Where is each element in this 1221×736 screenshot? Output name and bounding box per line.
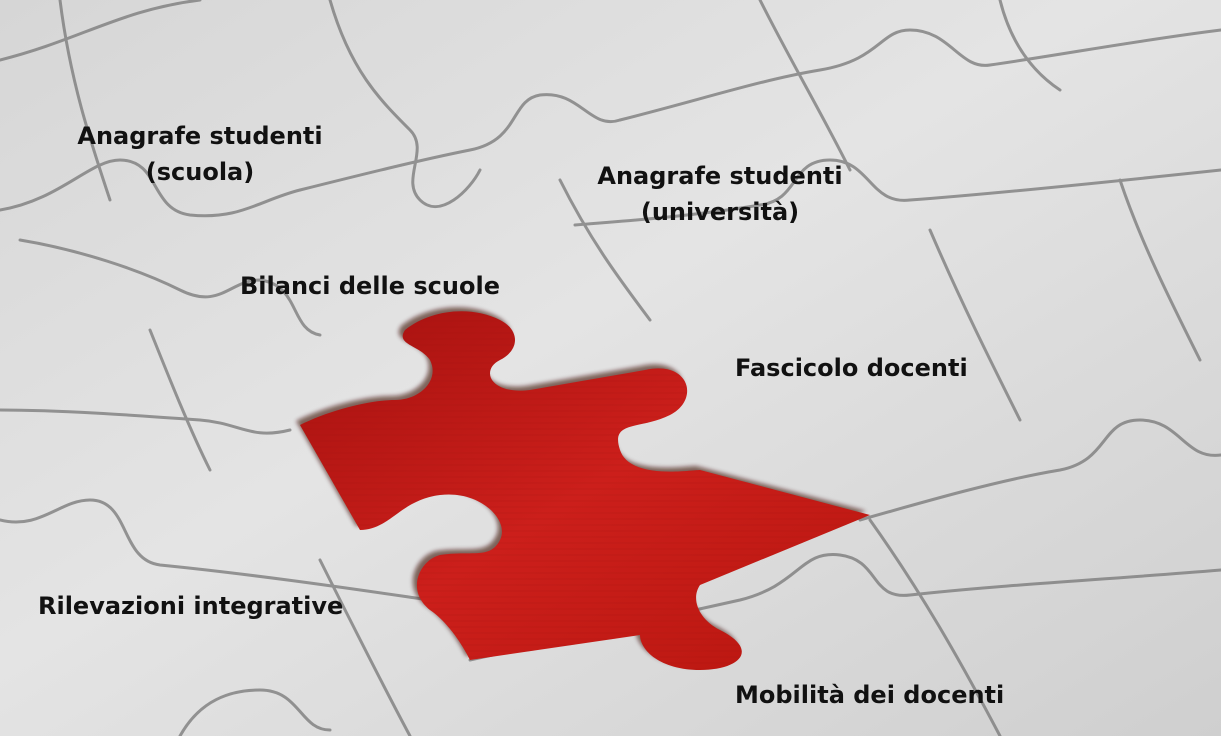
label-anagrafe-universita-line2: (università) xyxy=(640,198,800,226)
label-anagrafe-scuola-line2: (scuola) xyxy=(145,158,255,186)
label-rilevazioni-integrative: Rilevazioni integrative xyxy=(38,592,344,620)
missing-piece-hole xyxy=(296,307,870,670)
label-anagrafe-scuola-line1: Anagrafe studenti xyxy=(77,122,323,150)
label-anagrafe-studenti-universita: Anagrafe studenti (università) xyxy=(560,158,880,230)
label-fascicolo-docenti: Fascicolo docenti xyxy=(735,354,968,382)
label-bilanci-delle-scuole: Bilanci delle scuole xyxy=(240,272,500,300)
label-mobilita-dei-docenti: Mobilità dei docenti xyxy=(735,681,1005,709)
label-anagrafe-universita-line1: Anagrafe studenti xyxy=(597,162,843,190)
label-anagrafe-studenti-scuola: Anagrafe studenti (scuola) xyxy=(40,118,360,190)
